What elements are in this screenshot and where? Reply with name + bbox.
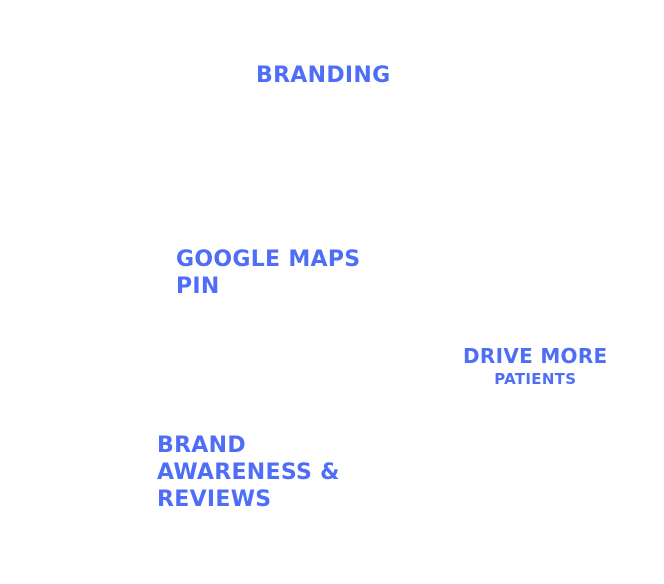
label-subtitle: PATIENTS (494, 370, 577, 388)
label-line: REVIEWS (157, 487, 272, 512)
branding-label: BRANDING (256, 63, 391, 88)
drive-more-patients-label: DRIVE MORE PATIENTS (463, 343, 608, 389)
label-line: BRAND (157, 433, 246, 458)
brand-awareness-label: BRAND AWARENESS & REVIEWS (157, 432, 340, 513)
label-title: DRIVE MORE (463, 344, 608, 368)
google-maps-pin-label: GOOGLE MAPS PIN (176, 246, 360, 300)
label-line: GOOGLE MAPS (176, 247, 361, 272)
label-line: AWARENESS & (157, 460, 340, 485)
label-line: PIN (176, 274, 220, 299)
